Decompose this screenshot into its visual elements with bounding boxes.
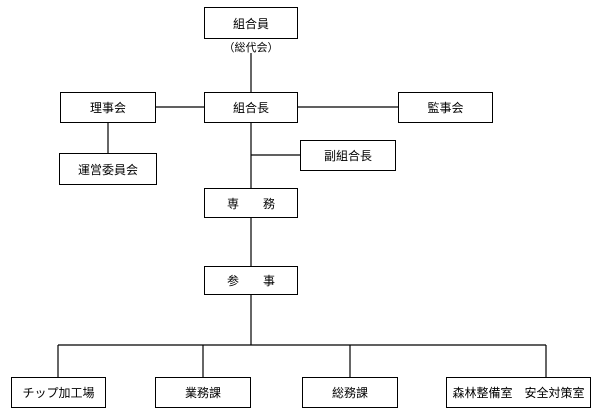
auditors-label: 監事会: [427, 101, 464, 115]
dept-chip-plant-box: チップ加工場: [11, 377, 106, 408]
members-note: （総代会）: [223, 41, 279, 54]
auditors-box: 監事会: [398, 92, 493, 123]
management-committee-box: 運営委員会: [59, 153, 157, 185]
dept-business-label: 業務課: [184, 386, 221, 400]
executive-director-label: 専 務: [226, 196, 275, 211]
dept-general-affairs-box: 総務課: [302, 377, 398, 408]
dept-business-box: 業務課: [155, 377, 251, 408]
board-box: 理事会: [60, 92, 156, 123]
members-box: 組合員: [204, 7, 298, 39]
management-committee-label: 運営委員会: [77, 162, 138, 177]
dept-forest-safety-label: 森林整備室 安全対策室: [452, 386, 585, 400]
president-box: 組合長: [204, 92, 298, 123]
president-label: 組合長: [232, 101, 269, 115]
executive-director-box: 専 務: [204, 188, 298, 218]
board-label: 理事会: [89, 101, 126, 115]
dept-general-affairs-label: 総務課: [331, 386, 368, 400]
vice-president-label: 副組合長: [323, 149, 372, 163]
vice-president-box: 副組合長: [300, 140, 396, 171]
dept-chip-plant-label: チップ加工場: [22, 386, 95, 400]
counselor-box: 参 事: [204, 266, 298, 295]
dept-forest-safety-box: 森林整備室 安全対策室: [446, 377, 591, 408]
counselor-label: 参 事: [226, 274, 275, 288]
members-label: 組合員: [232, 16, 269, 31]
